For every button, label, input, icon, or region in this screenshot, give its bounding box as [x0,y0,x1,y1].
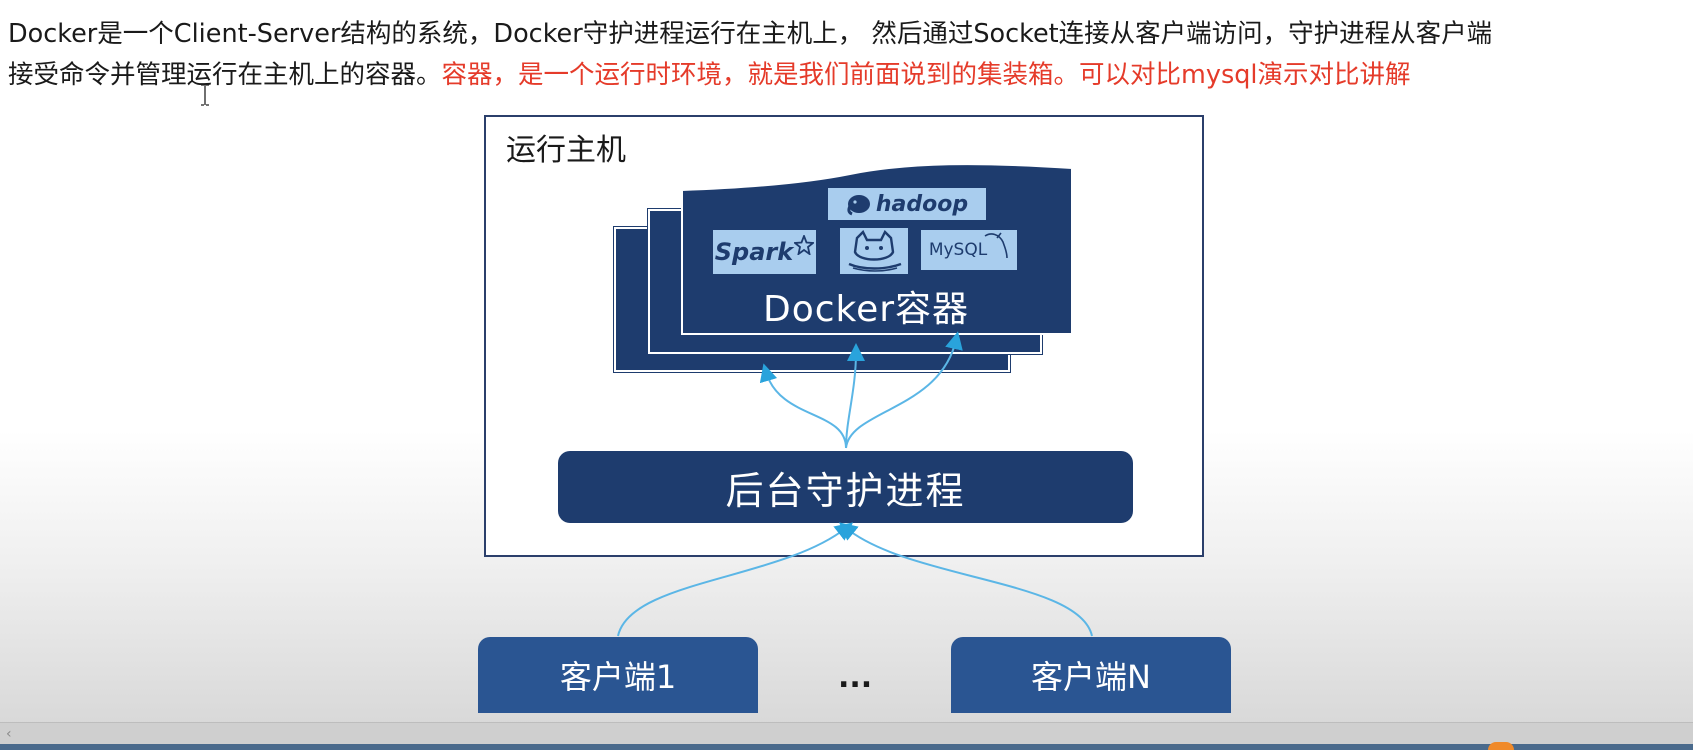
star-icon [794,235,815,255]
paragraph-line-2: 接受命令并管理运行在主机上的容器。容器，是一个运行时环境，就是我们前面说到的集装… [8,55,1688,96]
cat-icon [848,230,902,272]
arrow-daemon-to-container-left [759,363,847,449]
host-title: 运行主机 [506,133,626,168]
dolphin-icon [984,232,1008,259]
orange-indicator [1488,742,1514,750]
hadoop-logo: hadoop [828,188,986,220]
arrow-client-1-to-daemon [617,522,854,637]
elephant-icon [847,195,870,216]
mysql-logo: MySQL [921,230,1017,270]
client-n-label: 客户端N [1031,658,1151,696]
spark-logo-text: Spark [714,238,794,266]
description-paragraph: Docker是一个Client-Server结构的系统，Docker守护进程运行… [8,14,1688,96]
arrow-daemon-to-container-middle [845,343,865,449]
chevron-left-icon[interactable]: ‹ [6,726,12,742]
bottom-taskbar-strip [0,744,1693,750]
mysql-logo-text: MySQL [928,240,988,260]
hadoop-logo-text: hadoop [875,191,969,217]
horizontal-scrollbar[interactable]: ‹ [0,722,1693,745]
client-1-box: 客户端1 [478,637,758,713]
daemon-process-bar: 后台守护进程 [558,451,1133,523]
tomcat-logo [840,228,908,274]
arrow-daemon-to-container-right [845,331,963,449]
paragraph-line-1: Docker是一个Client-Server结构的系统，Docker守护进程运行… [8,19,1493,49]
i-beam-cursor-icon [201,84,209,106]
docker-container-label: Docker容器 [762,289,970,330]
client-ellipsis: ... [838,660,873,695]
paragraph-line-2-red: 容器，是一个运行时环境，就是我们前面说到的集装箱。可以对比mysql演示对比讲解 [441,60,1411,90]
arrow-client-n-to-daemon [839,522,1093,637]
client-n-box: 客户端N [951,637,1231,713]
spark-logo: Spark [713,230,816,274]
daemon-label: 后台守护进程 [725,468,966,513]
client-1-label: 客户端1 [559,658,677,696]
paragraph-line-2-black: 接受命令并管理运行在主机上的容器。 [8,60,442,90]
